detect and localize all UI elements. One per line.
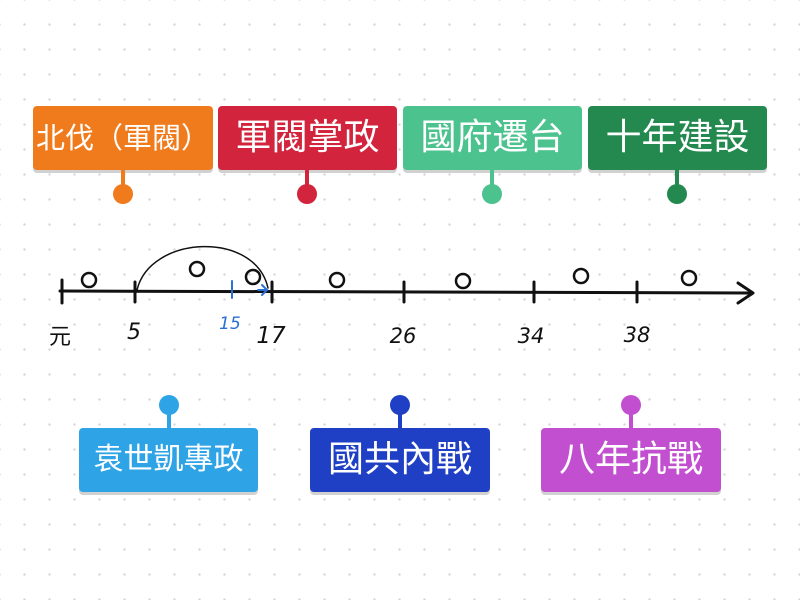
tick-label: 元 (49, 325, 71, 350)
card-label: 袁世凱專政 (93, 442, 244, 477)
tick-label: 34 (518, 324, 545, 348)
event-circle (244, 268, 262, 286)
event-circle (188, 260, 206, 278)
event-circle (328, 271, 346, 289)
card-label: 國共內戰 (327, 439, 472, 480)
event-circle (572, 267, 590, 285)
event-circle (80, 271, 98, 289)
drop-pin-yuan-shikai-rule[interactable] (159, 395, 179, 431)
drop-pin-northern-expedition[interactable] (113, 170, 133, 206)
tick-label: 17 (256, 323, 286, 349)
card-label: 國府遷台 (420, 117, 565, 158)
tick-label: 38 (624, 323, 651, 347)
card-warlord-rule[interactable]: 軍閥掌政 (218, 106, 397, 170)
event-circle (454, 272, 472, 290)
drop-pin-eight-year-war[interactable] (621, 395, 641, 431)
card-civil-war[interactable]: 國共內戰 (310, 428, 490, 492)
card-government-relocation-taiwan[interactable]: 國府遷台 (403, 106, 582, 170)
tick-arrow-15 (257, 284, 269, 296)
tick-label: 15 (219, 314, 241, 334)
drop-pin-civil-war[interactable] (390, 395, 410, 431)
card-label: 十年建設 (605, 117, 750, 158)
card-label: 軍閥掌政 (235, 117, 380, 158)
tick-label: 5 (127, 320, 141, 345)
card-yuan-shikai-rule[interactable]: 袁世凱專政 (79, 428, 258, 492)
drop-pin-warlord-rule[interactable] (297, 170, 317, 206)
card-ten-year-construction[interactable]: 十年建設 (588, 106, 767, 170)
card-label: 八年抗戰 (558, 439, 703, 480)
card-label: 北伐（軍閥） (35, 120, 210, 155)
card-northern-expedition[interactable]: 北伐（軍閥） (33, 106, 213, 170)
event-circle (680, 269, 698, 287)
drop-pin-ten-year-construction[interactable] (667, 170, 687, 206)
timeline-arrow-head (736, 281, 755, 305)
drop-pin-government-relocation-taiwan[interactable] (482, 170, 502, 206)
span-arc (136, 245, 269, 291)
tick-label: 26 (390, 324, 417, 348)
card-eight-year-war[interactable]: 八年抗戰 (541, 428, 721, 492)
